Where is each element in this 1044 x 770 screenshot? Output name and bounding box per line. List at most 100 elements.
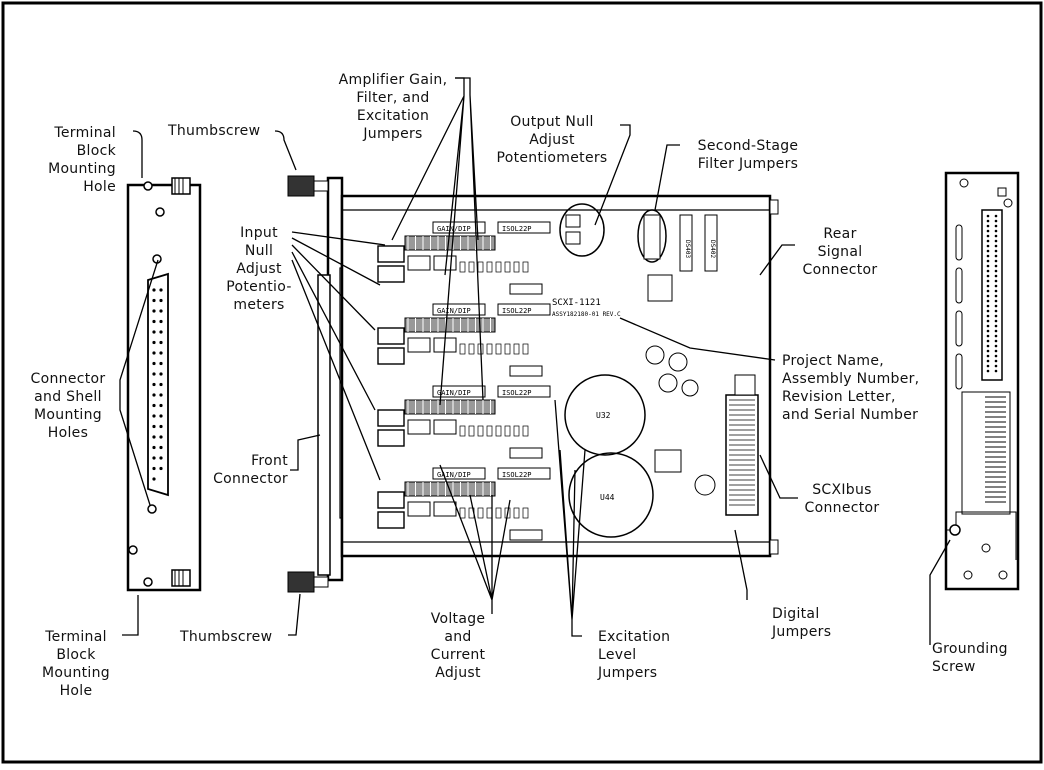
label-line: Revision Letter, [782,389,896,405]
input-null-pot [377,429,405,447]
rear-pin [986,224,990,228]
connector-pin [152,340,156,345]
thumbscrew-top-label: Thumbscrew [168,123,261,139]
label-line: Front [251,453,288,469]
label-line: Mounting [34,407,102,423]
label-line: Project Name, [782,353,885,369]
label-line: and [444,629,472,645]
input-null-pot [377,245,405,263]
label-line: Jumpers [363,126,423,142]
component [522,261,529,273]
gain-jumper-label: GAIN/DIP [437,307,471,315]
gain-jumper-label: GAIN/DIP [437,389,471,397]
component [513,425,520,437]
scxibus-connector-label: SCXIbus Connector [796,481,888,517]
rear-pin [994,294,998,298]
rear-pin [994,249,998,253]
label-line: Potentiometers [496,150,608,166]
label-line: Signal [817,244,863,260]
component [495,425,502,437]
connector-pin [159,393,163,397]
connector-pin [159,288,163,292]
rear-pin [986,269,990,273]
isolation-chip-label: ISOL22P [502,389,532,397]
connector-pin [159,435,163,439]
rear-pin [994,349,998,353]
component [522,425,529,437]
input-null-pot [377,511,405,529]
rear-pin [994,299,998,303]
rear-pin [986,319,990,323]
component [513,261,520,273]
potentiometer [407,501,431,517]
component [495,507,502,519]
digital-jumpers-label: Digital Jumpers [772,605,831,641]
connector-pin [152,330,156,334]
thumbscrew-bottom-label: Thumbscrew [180,629,273,645]
label-line: Voltage [430,611,486,627]
component [495,343,502,355]
rear-pin [986,274,990,278]
connector-pin [152,393,156,397]
rear-pin [994,224,998,228]
terminal-block-hole-bottom-label: Terminal Block Mounting Hole [30,628,122,700]
component [504,343,511,355]
rear-pin [986,249,990,253]
label-line: and Shell [34,389,102,405]
rear-pin [994,269,998,273]
rear-pin [986,339,990,343]
label-line: Output Null [510,114,594,130]
rear-pin [994,314,998,318]
potentiometer [407,419,431,435]
label-line: Excitation [598,629,671,645]
rear-pin [994,279,998,283]
component [509,365,543,377]
connector-pin [159,372,163,376]
input-null-pot [377,491,405,509]
jumper-strip [404,235,496,251]
gain-jumper-block [432,385,486,398]
component [486,261,493,273]
label-line: Assembly Number, [782,371,920,387]
second-stage-label: Second-Stage Filter Jumpers [680,137,816,173]
potentiometer [407,255,431,271]
component [504,261,511,273]
chip-label: U44 [600,493,615,502]
rear-pin [986,214,990,218]
rear-pin [986,294,990,298]
label-line: Connector [802,262,878,278]
component [486,343,493,355]
grounding-screw-label: Grounding Screw [932,640,1008,676]
rear-chip-label: DS403 [684,240,691,258]
project-name-label: Project Name, Assembly Number, Revision … [782,352,919,424]
connector-pin [159,403,163,408]
component [477,261,484,273]
label-line: Connector [213,471,288,487]
label-line: Excitation [356,108,430,124]
connector-pin [152,372,156,376]
label-line: Holes [47,425,89,441]
connector-pin [159,319,163,324]
jumper-strip [404,317,496,333]
label-line: Input [240,225,278,241]
connector-pin [152,424,156,429]
amplifier-gain-label: Amplifier Gain, Filter, and Excitation J… [328,71,458,143]
rear-pin [994,264,998,268]
input-null-pot [377,409,405,427]
label-line: Connector [804,500,880,516]
connector-pin [159,445,163,450]
label-line: Filter Jumpers [697,156,799,172]
component [495,261,502,273]
connector-pin [152,445,156,450]
label-line: SCXIbus [812,482,872,498]
label-line: Level [598,647,637,663]
component [459,261,466,273]
label-line: Connector [30,371,106,387]
rear-pin [994,359,998,363]
label-line: Current [430,647,486,663]
isolation-chip [497,221,551,234]
label-line: Null [244,243,274,259]
jumper-strip [404,399,496,415]
connector-pin [159,361,163,366]
